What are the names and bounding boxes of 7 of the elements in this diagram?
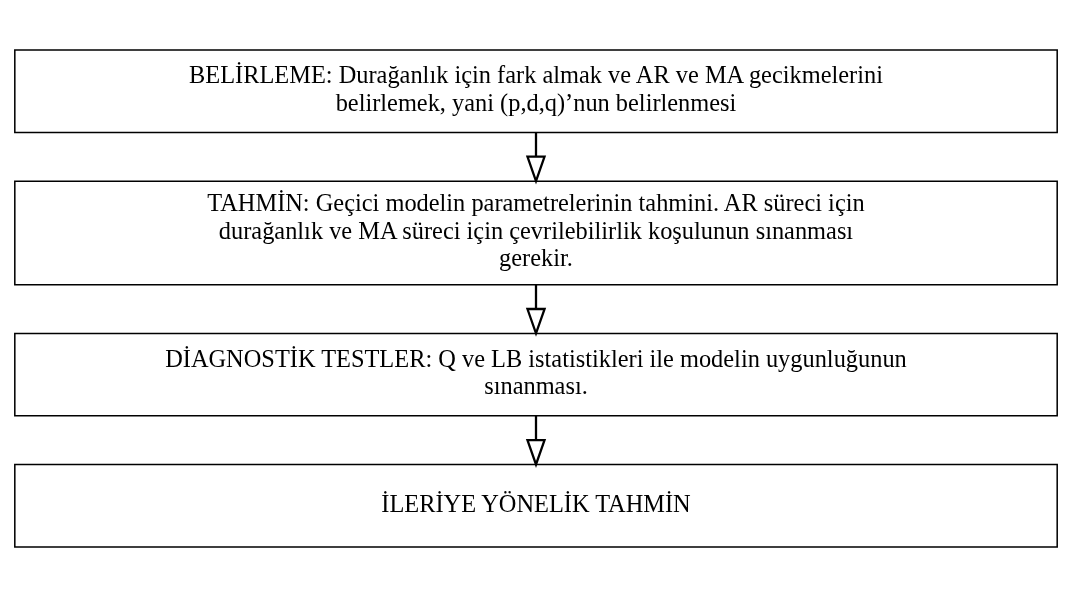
arrow xyxy=(525,416,547,468)
node-box: TAHMİN: Geçici modelin parametrelerinin tahmini. AR süreci için durağanlık ve MA süreci için çevrilebilirlik koşulunun sınanması gerekir. xyxy=(14,180,1058,286)
arrow xyxy=(525,132,547,185)
node-box: BELİRLEME: Durağanlık için fark almak ve AR ve MA gecikmelerini belirlemek, yani (p,d,q)’nun belirlenmesi xyxy=(14,49,1058,134)
node-box: DİAGNOSTİK TESTLER: Q ve LB istatistikleri ile modelin uygunluğunun sınanması. xyxy=(14,332,1058,417)
arrow xyxy=(525,284,547,337)
node-box: İLERİYE YÖNELİK TAHMİN xyxy=(14,463,1058,548)
